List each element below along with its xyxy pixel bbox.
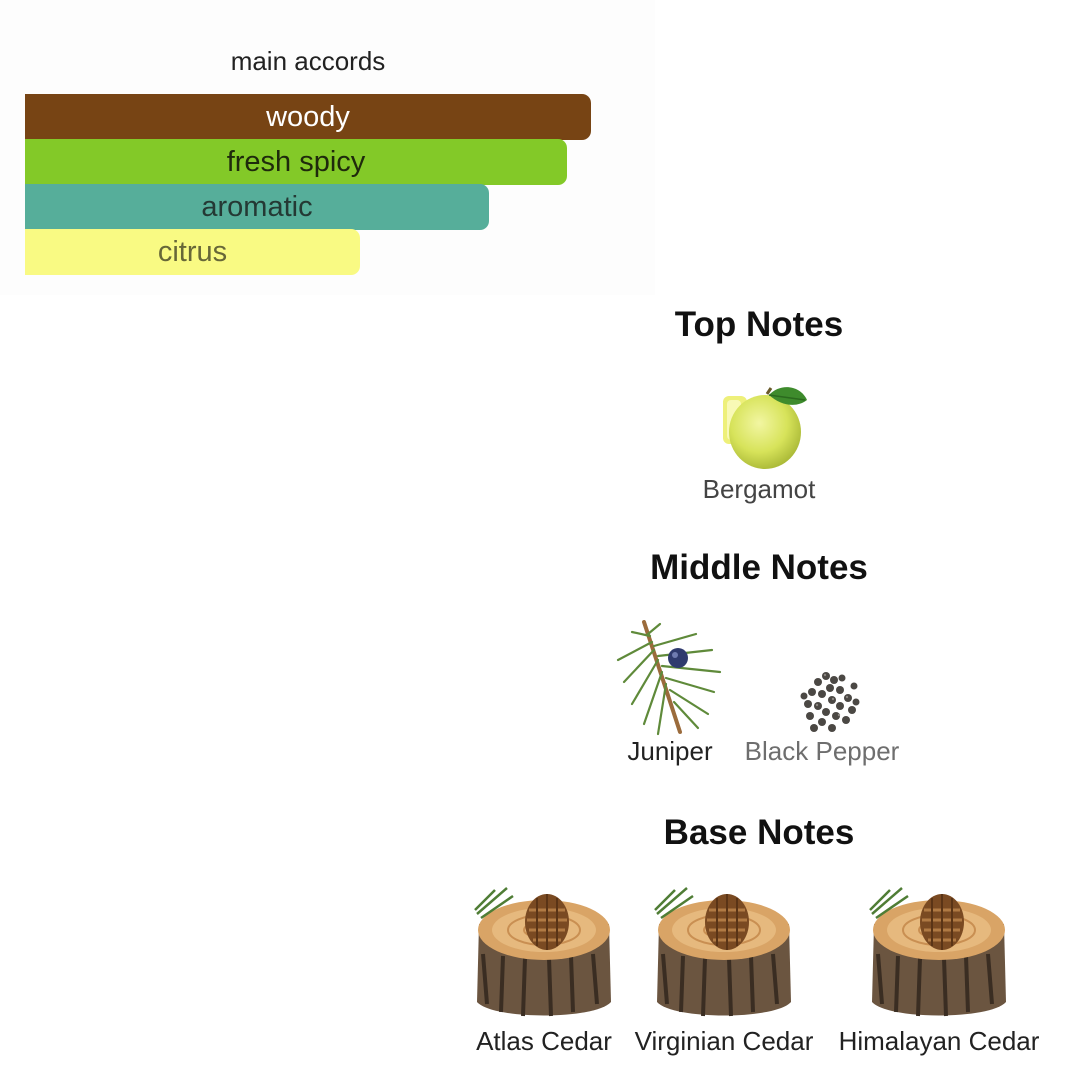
note-black-pepper[interactable]: Black Pepper bbox=[732, 620, 912, 766]
note-label: Bergamot bbox=[702, 474, 816, 504]
note-atlas-cedar[interactable]: Atlas Cedar bbox=[468, 884, 620, 1056]
cedar-icon bbox=[869, 887, 1006, 1017]
accord-label: fresh spicy bbox=[226, 145, 366, 178]
cedar-icon bbox=[474, 887, 611, 1017]
middle-notes-heading: Middle Notes bbox=[650, 548, 868, 587]
note-label: Juniper bbox=[627, 736, 713, 766]
note-bergamot[interactable]: Bergamot bbox=[688, 378, 830, 504]
note-himalayan-cedar[interactable]: Himalayan Cedar bbox=[830, 884, 1048, 1056]
note-label: Black Pepper bbox=[744, 736, 900, 766]
accord-bar-fresh-spicy: fresh spicy bbox=[25, 139, 567, 185]
accord-bar-woody: woody bbox=[25, 94, 591, 140]
accord-bar-aromatic: aromatic bbox=[25, 184, 489, 230]
accord-bar-citrus: citrus bbox=[25, 229, 360, 275]
note-juniper[interactable]: Juniper bbox=[614, 620, 726, 766]
black-pepper-icon bbox=[800, 672, 860, 732]
top-notes-heading: Top Notes bbox=[674, 305, 844, 344]
accord-label: citrus bbox=[157, 235, 228, 268]
base-notes-heading: Base Notes bbox=[663, 813, 855, 852]
note-label: Atlas Cedar bbox=[476, 1026, 612, 1056]
juniper-icon bbox=[616, 620, 722, 736]
cedar-icon bbox=[654, 887, 791, 1017]
note-label: Himalayan Cedar bbox=[838, 1026, 1040, 1056]
accord-label: aromatic bbox=[201, 190, 313, 223]
accord-label: woody bbox=[266, 100, 350, 133]
main-accords-title: main accords bbox=[230, 46, 386, 76]
note-label: Virginian Cedar bbox=[634, 1026, 814, 1056]
main-accords-panel: main accords woody fresh spicy aromatic … bbox=[0, 0, 655, 295]
bergamot-icon bbox=[723, 387, 807, 469]
note-virginian-cedar[interactable]: Virginian Cedar bbox=[626, 884, 822, 1056]
